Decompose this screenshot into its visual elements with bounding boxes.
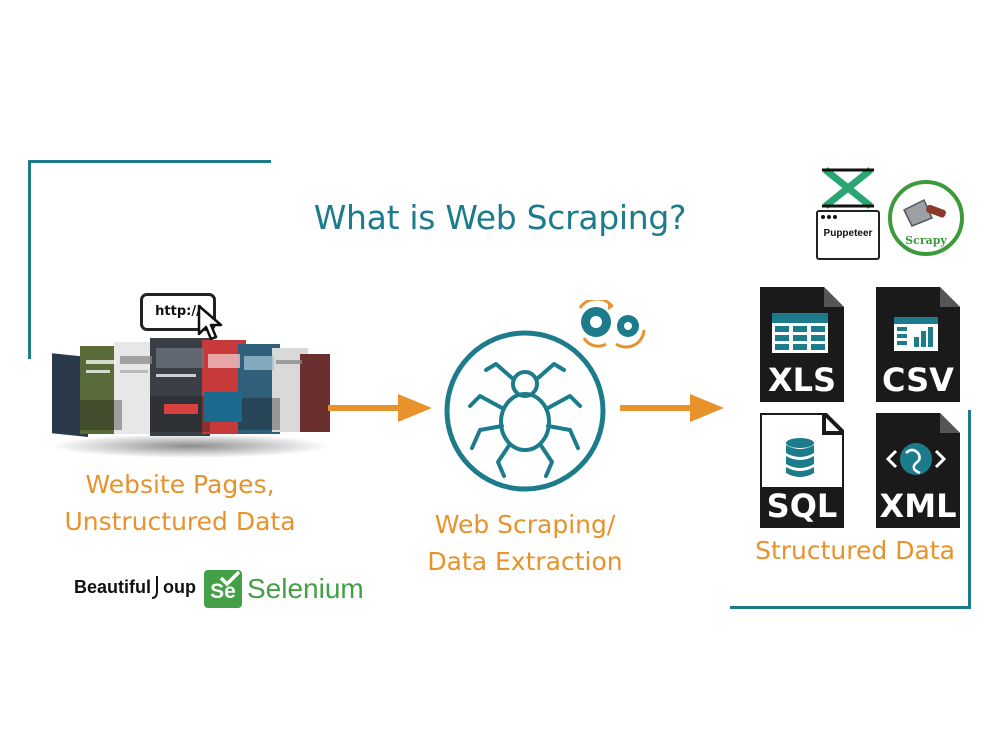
selenium-badge-text: Se [210, 580, 236, 603]
left-caption-line2: Unstructured Data [64, 507, 296, 536]
diagram-title: What is Web Scraping? [313, 198, 687, 237]
arrow-right-icon-2 [620, 394, 724, 422]
xml-file-icon: XML [876, 413, 960, 528]
selenium-badge: Se [204, 570, 242, 608]
scrapy-label: Scrapy [905, 234, 947, 247]
sql-file-label: SQL [766, 487, 838, 525]
arrow-right-icon [328, 394, 432, 422]
checkmark-icon [219, 570, 241, 587]
puppeteer-logo [816, 210, 880, 260]
beautifulsoup-logo-part1: Beautiful [74, 577, 152, 597]
xml-file-label: XML [879, 487, 957, 525]
csv-file-icon: CSV [876, 287, 960, 402]
cursor-arrow-icon [197, 304, 223, 341]
gears-icon [578, 300, 646, 349]
csv-file-label: CSV [882, 361, 954, 399]
left-caption: Website Pages, Unstructured Data [40, 466, 320, 540]
website-pages-collage [50, 338, 330, 458]
right-caption: Structured Data [755, 536, 955, 565]
frame-bracket-top-left [28, 160, 271, 359]
window-dots-icon [821, 215, 837, 219]
left-caption-line1: Website Pages, [85, 470, 275, 499]
beautifulsoup-logo-part2: oup [163, 577, 197, 597]
selenium-name: Selenium [247, 573, 364, 604]
xls-file-icon: XLS [760, 287, 844, 402]
sql-file-icon: SQL [758, 411, 846, 530]
soup-spoon-icon [151, 576, 159, 599]
puppeteer-strings-icon [822, 167, 874, 209]
scraper-tool-icon [902, 198, 946, 227]
xls-file-label: XLS [767, 361, 837, 399]
center-caption-line1: Web Scraping/ [434, 510, 616, 539]
center-caption-line2: Data Extraction [427, 547, 623, 576]
beautifulsoup-logo: Beautiful oup [74, 575, 196, 601]
center-caption: Web Scraping/ Data Extraction [400, 506, 650, 580]
frame-bracket-bottom-right [730, 410, 971, 609]
spider-crawler-icon [444, 330, 606, 492]
puppeteer-label: Puppeteer [823, 228, 873, 239]
